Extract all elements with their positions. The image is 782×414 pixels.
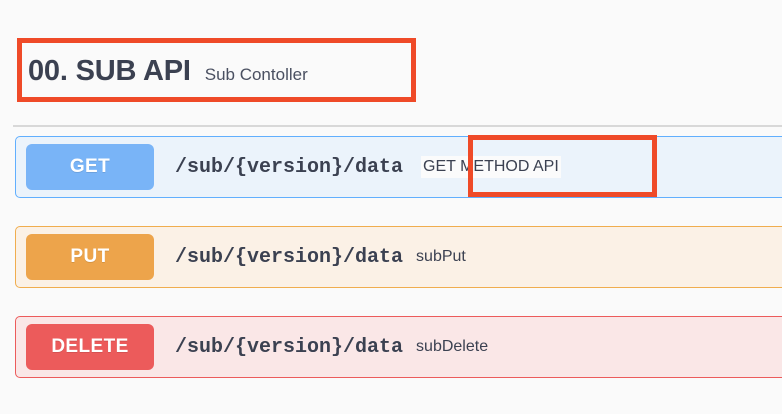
operation-row-delete[interactable]: DELETE /sub/{version}/data subDelete bbox=[15, 316, 782, 378]
operation-summary-delete: subDelete bbox=[416, 338, 489, 355]
operation-path-put: /sub/{version}/data bbox=[175, 245, 404, 269]
operation-row-get[interactable]: GET /sub/{version}/data GET METHOD API bbox=[15, 136, 782, 198]
operation-summary-get: GET METHOD API bbox=[421, 156, 561, 178]
tag-subtitle: Sub Contoller bbox=[204, 65, 308, 84]
operation-summary-put: subPut bbox=[416, 248, 466, 265]
method-badge-put[interactable]: PUT bbox=[26, 234, 154, 280]
tag-header[interactable]: 00. SUB API Sub Contoller bbox=[28, 55, 308, 88]
operation-path-get: /sub/{version}/data bbox=[175, 155, 404, 179]
method-badge-delete[interactable]: DELETE bbox=[26, 324, 154, 370]
operation-row-put[interactable]: PUT /sub/{version}/data subPut bbox=[15, 226, 782, 288]
operation-path-delete: /sub/{version}/data bbox=[175, 335, 404, 359]
tag-divider bbox=[13, 125, 782, 127]
tag-title: 00. SUB API bbox=[28, 55, 191, 87]
method-badge-get[interactable]: GET bbox=[26, 144, 154, 190]
